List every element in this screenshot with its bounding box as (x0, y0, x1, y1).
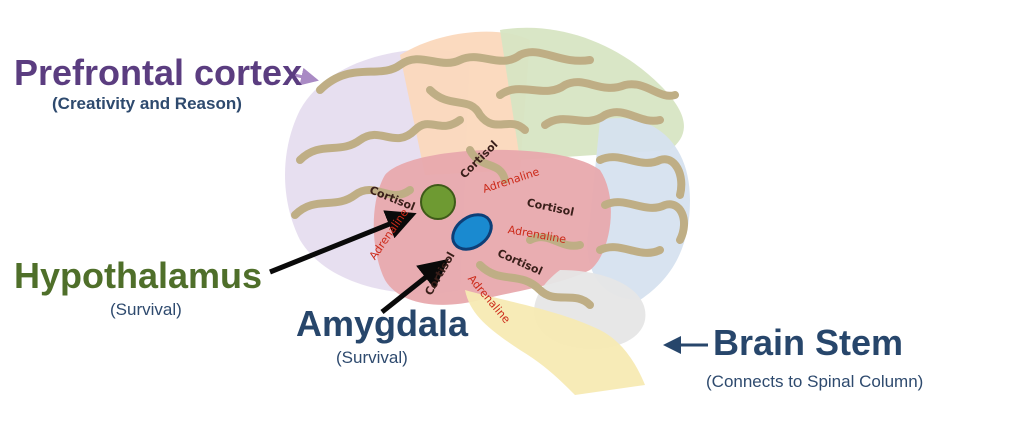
brain-stem-region (465, 290, 645, 395)
amygdala-structure (451, 213, 493, 251)
hypothalamus-structure (420, 184, 456, 220)
hypothalamus-arrow (269, 210, 417, 275)
amygdala-title: Amygdala (296, 303, 469, 344)
brain-stem-subtitle: (Connects to Spinal Column) (706, 372, 924, 391)
hypothalamus-title: Hypothalamus (14, 255, 263, 296)
prefrontal-cortex-subtitle: (Creativity and Reason) (52, 94, 242, 113)
hypothalamus-subtitle: (Survival) (110, 300, 182, 319)
gyri-strokes (291, 48, 688, 309)
prefrontal-cortex-title: Prefrontal cortex (14, 52, 303, 93)
amygdala-arrow (380, 258, 449, 314)
amygdala-subtitle: (Survival) (336, 348, 408, 367)
brain-stem-title: Brain Stem (713, 322, 904, 363)
prefrontal-arrow (289, 67, 319, 86)
